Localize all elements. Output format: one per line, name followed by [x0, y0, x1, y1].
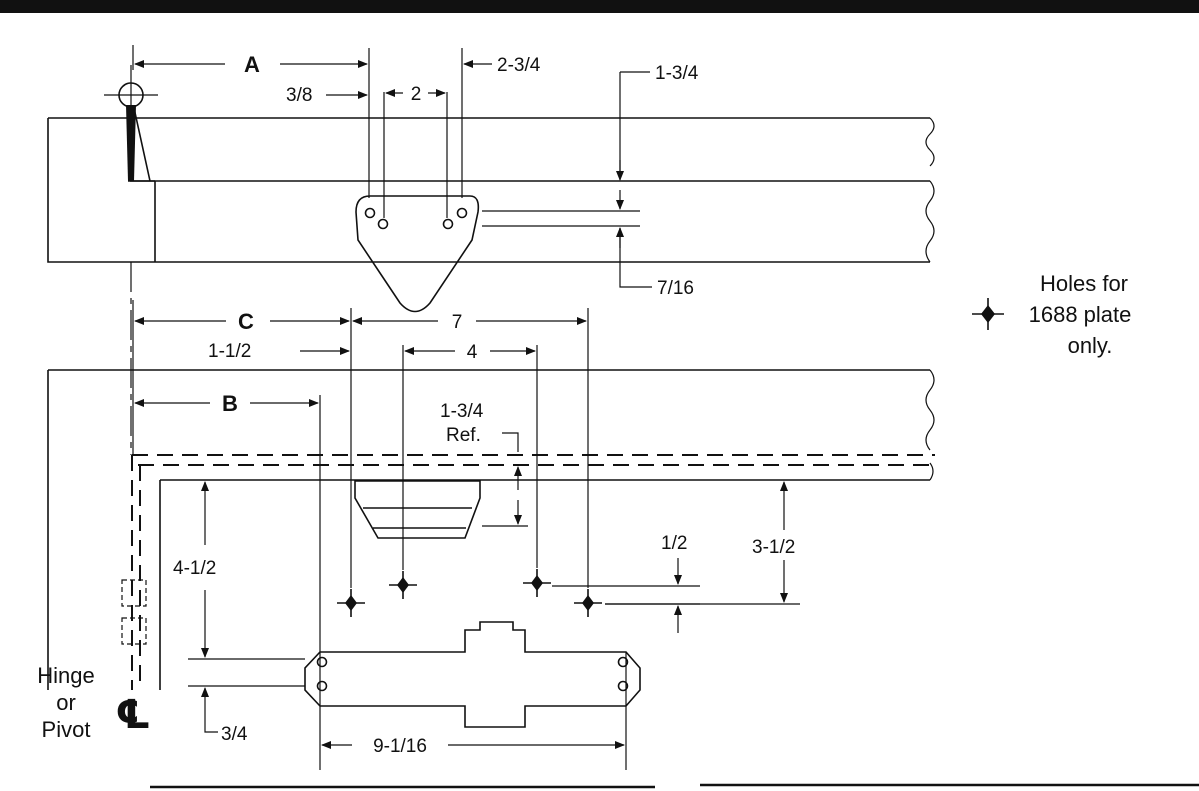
door-edge-slope: [128, 107, 155, 182]
dim-4-1-2-label: 4-1/2: [173, 558, 216, 579]
dim-1-3-4-ref-label: 1-3/4: [440, 401, 484, 422]
dim-1-1-2-label: 1-1/2: [208, 341, 251, 362]
dim-3-4-label: 3/4: [221, 724, 248, 745]
extension-lines: [132, 300, 627, 770]
hinge-note-line: Hinge: [37, 663, 94, 688]
dim-9-1-16-label: 9-1/16: [373, 736, 427, 757]
legend-line: Holes for: [1040, 271, 1128, 296]
closer-mount-hole: [617, 656, 629, 668]
extension-lines: [132, 45, 463, 218]
dim-ref-label: Ref.: [446, 425, 481, 446]
closer-mount-hole: [617, 680, 629, 692]
dim-1-3-4-leader: [619, 71, 650, 178]
shoe-bracket: [354, 480, 481, 539]
frame-outline: [47, 117, 930, 263]
dim-1-2-ext: [552, 585, 700, 605]
dim-3-8-label: 3/8: [286, 85, 312, 106]
centerline-symbol: ℄: [115, 692, 151, 738]
dim-4-1-2-ext: [188, 658, 305, 687]
dim-3-4-leader: [204, 718, 218, 733]
hinge-note-line: Pivot: [42, 717, 91, 742]
hinge-leaf: [121, 579, 147, 607]
lower-frame-break: [925, 369, 935, 481]
dim-1-2-label: 1/2: [661, 533, 687, 554]
dim-2-label: 2: [411, 84, 422, 105]
bracket-plate: [355, 195, 480, 313]
bottom-rules: [150, 783, 1199, 789]
dim-7-16-leader: [619, 228, 652, 288]
top-dimensions: A 2-3/4 3/8 2 1-3/4 7/16: [132, 45, 699, 299]
lower-frame-outline: [47, 369, 930, 690]
holes-legend: Holes for 1688 plate only.: [972, 271, 1131, 358]
closer-body: [304, 621, 641, 728]
crosshair-hole-marker: [523, 569, 551, 597]
bracket-hole: [442, 218, 454, 230]
bracket-hole: [364, 207, 376, 219]
dim-b-label: B: [222, 391, 238, 416]
dim-7-label: 7: [452, 312, 463, 333]
legend-line: only.: [1068, 333, 1113, 358]
closer-mount-hole: [316, 656, 328, 668]
crosshair-hole-marker: [389, 571, 417, 599]
crosshair-hole-marker: [337, 589, 365, 617]
hinge-note-line: or: [56, 690, 76, 715]
dim-3-1-2-label: 3-1/2: [752, 537, 795, 558]
closer-mount-hole: [316, 680, 328, 692]
bracket-hole: [456, 207, 468, 219]
top-view: [47, 65, 935, 313]
hinge-leaf: [121, 617, 147, 645]
dim-ref-leader: [502, 432, 519, 452]
plate-holes: [337, 569, 602, 617]
dim-7-16-ext: [482, 210, 640, 227]
bracket-hole: [377, 218, 389, 230]
door-edge-wedge: [126, 105, 136, 181]
bottom-dimensions: C 7 1-1/2 4 B 1-3/4 Ref. 1/2 3-1/2: [132, 300, 800, 770]
dim-7-16-label: 7/16: [657, 278, 694, 299]
hinge-note: Hinge or Pivot ℄: [37, 663, 151, 742]
dim-1-3-4-top-label: 1-3/4: [655, 63, 699, 84]
crosshair-hole-marker: [574, 589, 602, 617]
legend-line: 1688 plate: [1029, 302, 1132, 327]
frame-break-right: [925, 117, 935, 263]
legend-crosshair-icon: [972, 298, 1004, 330]
dim-2-3-4-label: 2-3/4: [497, 55, 541, 76]
dim-a-label: A: [244, 52, 260, 77]
dim-4-label: 4: [467, 342, 478, 363]
top-border-bar: [0, 0, 1199, 13]
dim-c-label: C: [238, 309, 254, 334]
bottom-view: [47, 369, 935, 728]
